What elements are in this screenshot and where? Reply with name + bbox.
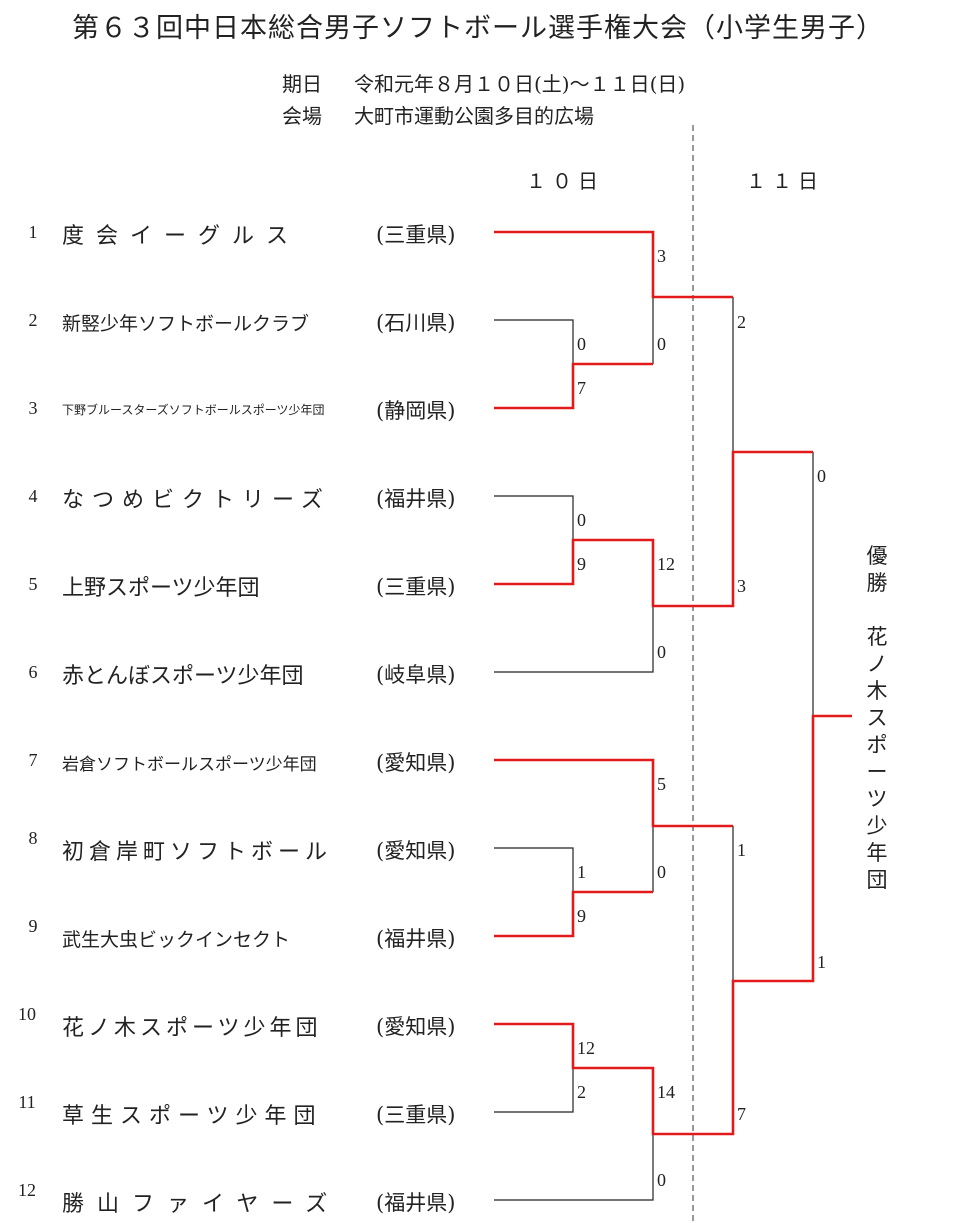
team-name: 下野ブルースターズソフトボールスポーツ少年団	[62, 403, 325, 417]
score-team3: 7	[577, 378, 586, 398]
score-r2-team7: 5	[657, 774, 666, 794]
score-r2-team12: 0	[657, 1170, 666, 1190]
date-label: 期日	[282, 72, 322, 96]
winner-line-team5	[494, 450, 813, 608]
score-final-team10: 1	[817, 952, 826, 972]
team-prefecture: (静岡県)	[376, 399, 456, 423]
score-sf-team1: 2	[737, 312, 746, 332]
bracket-line-team6	[494, 606, 654, 673]
team-prefecture: (愛知県)	[376, 839, 456, 863]
team-name: 初倉岸町ソフトボール	[62, 840, 333, 865]
venue-value: 大町市運動公園多目的広場	[354, 104, 594, 128]
score-team11: 2	[577, 1082, 586, 1102]
team-number: 1	[28, 222, 38, 242]
score-team10: 12	[577, 1038, 595, 1058]
team-prefecture: (三重県)	[376, 223, 456, 247]
team-number: 6	[28, 662, 38, 682]
team-number: 4	[28, 486, 38, 506]
team-number: 8	[28, 828, 38, 848]
bracket-line-team12	[494, 1134, 654, 1201]
team-name: 岩倉ソフトボールスポーツ少年団	[62, 755, 317, 775]
team-prefecture: (石川県)	[376, 311, 456, 335]
score-sf-team5: 3	[737, 576, 746, 596]
score-team4: 0	[577, 510, 586, 530]
team-prefecture: (福井県)	[376, 487, 456, 511]
winner-line-team7	[494, 758, 733, 828]
winner-line-team10	[494, 714, 852, 1136]
team-name: なつめビクトリーズ	[62, 488, 331, 513]
team-number: 3	[28, 398, 38, 418]
team-name: 武生大虫ビックインセクト	[62, 929, 291, 951]
team-name: 勝山ファイヤーズ	[62, 1192, 341, 1217]
champion-label: 優勝	[866, 544, 888, 595]
score-team9: 9	[577, 906, 586, 926]
date-row: 期日 令和元年８月１０日(土)～１１日(日)	[282, 68, 685, 97]
venue-label: 会場	[282, 104, 322, 128]
score-sf-team7: 1	[737, 840, 746, 860]
score-team2: 0	[577, 334, 586, 354]
score-r2-team10: 14	[657, 1082, 675, 1102]
team-prefecture: (岐阜県)	[376, 663, 456, 687]
team-name: 上野スポーツ少年団	[62, 576, 260, 601]
score-r2-team3: 0	[657, 334, 666, 354]
team-number: 10	[18, 1004, 36, 1024]
team-number: 2	[28, 310, 38, 330]
bracket-line-team2	[494, 319, 574, 364]
score-sf-team10: 7	[737, 1104, 746, 1124]
team-prefecture: (三重県)	[376, 575, 456, 599]
team-prefecture: (愛知県)	[376, 751, 456, 775]
venue-row: 会場 大町市運動公園多目的広場	[282, 100, 594, 129]
team-number: 5	[28, 574, 38, 594]
team-prefecture: (愛知県)	[376, 1015, 456, 1039]
team-name: 花ノ木スポーツ少年団	[62, 1016, 322, 1041]
bracket-line-team8	[494, 847, 574, 892]
day2-heading: １１日	[746, 169, 824, 193]
team-name: 草生スポーツ少年団	[62, 1104, 323, 1129]
score-team5: 9	[577, 554, 586, 574]
champion-team: 花ノ木スポーツ少年団	[866, 625, 888, 892]
team-name: 赤とんぼスポーツ少年団	[62, 664, 304, 689]
team-prefecture: (福井県)	[376, 927, 456, 951]
score-final-team5: 0	[817, 466, 826, 486]
team-number: 7	[28, 750, 38, 770]
team-number: 9	[28, 916, 38, 936]
bracket-line-team11	[494, 1068, 574, 1113]
team-prefecture: (福井県)	[376, 1191, 456, 1215]
score-r2-team5: 12	[657, 554, 675, 574]
page-title: 第６３回中日本総合男子ソフトボール選手権大会（小学生男子）	[72, 13, 884, 44]
team-prefecture: (三重県)	[376, 1103, 456, 1127]
bracket-line-team4	[494, 495, 574, 540]
team-number: 12	[18, 1180, 36, 1200]
team-name: 新竪少年ソフトボールクラブ	[62, 313, 310, 335]
score-r2-team1: 3	[657, 246, 666, 266]
winner-line-team1	[494, 230, 733, 299]
date-value: 令和元年８月１０日(土)～１１日(日)	[354, 72, 686, 96]
score-r2-team6: 0	[657, 642, 666, 662]
team-name: 度会イーグルス	[62, 224, 301, 249]
score-team8: 1	[577, 862, 586, 882]
team-number: 11	[18, 1092, 36, 1112]
day1-heading: １０日	[526, 169, 604, 193]
score-r2-team9: 0	[657, 862, 666, 882]
winner-line-team9	[494, 890, 653, 938]
winner-line-team3	[494, 362, 653, 410]
